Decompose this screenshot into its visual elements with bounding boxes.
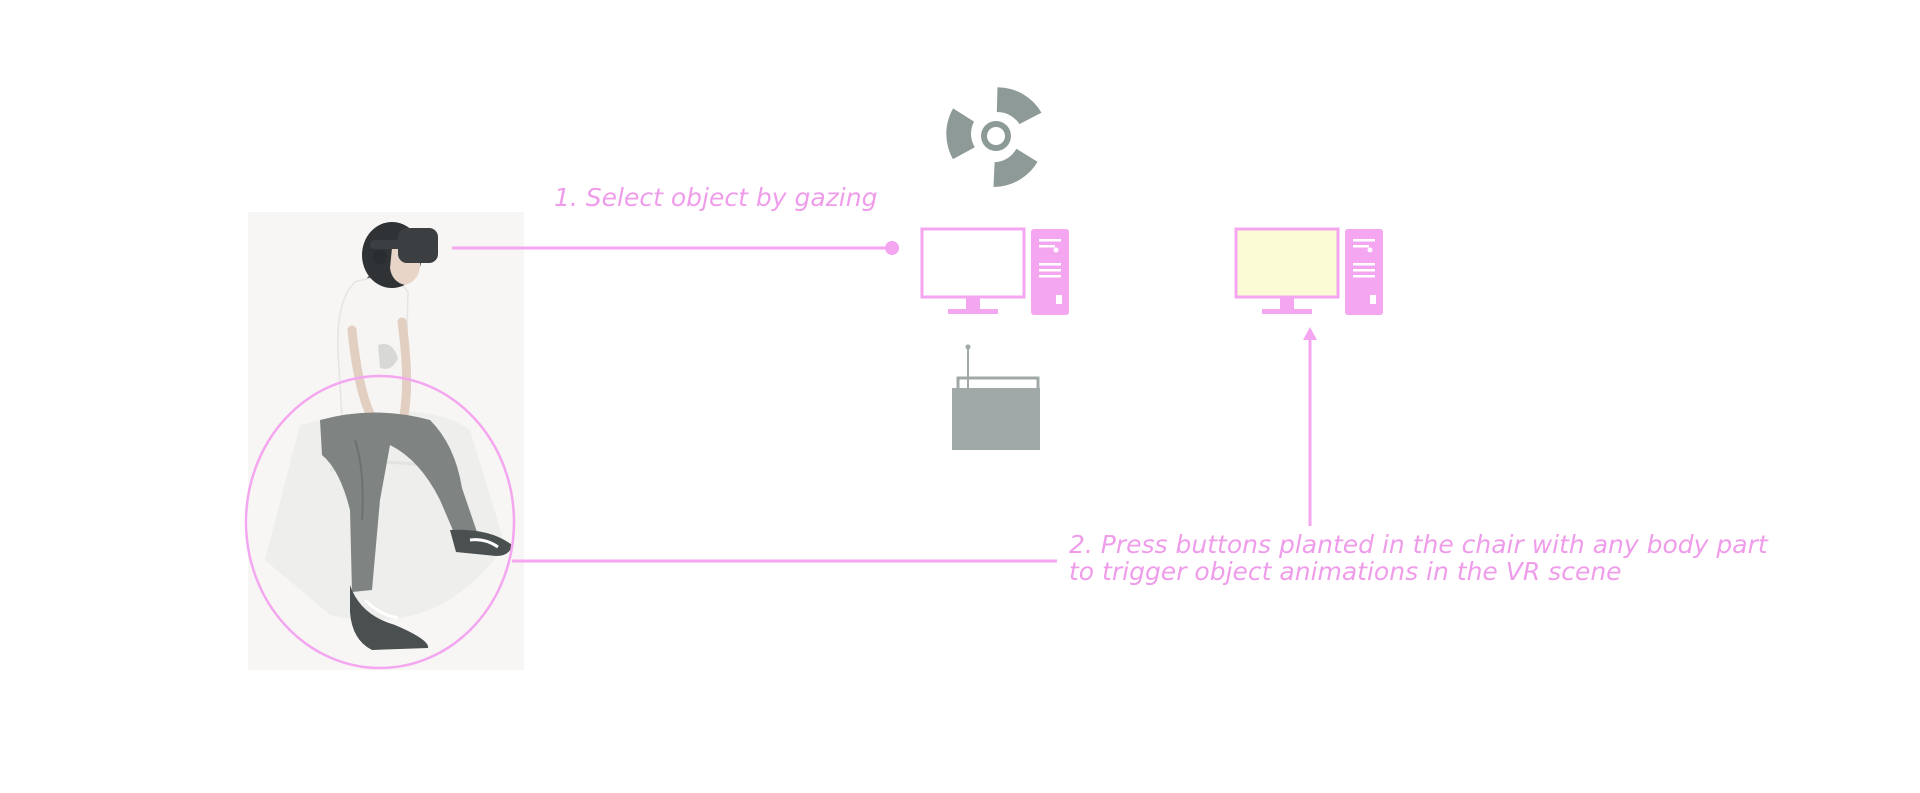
tower-left <box>1031 229 1069 315</box>
wireless-router-icon <box>952 344 1040 450</box>
connector-dot <box>885 241 899 255</box>
monitor-right <box>1234 227 1340 299</box>
step-2-label-line-1: 2. Press buttons planted in the chair wi… <box>1069 530 1769 559</box>
person-photo <box>248 212 524 670</box>
step-2-label-line-2: to trigger object animations in the VR s… <box>1069 557 1622 586</box>
chair-highlight-circle <box>244 374 516 670</box>
step-1-label: 1. Select object by gazing <box>554 183 877 212</box>
desktop-computer-icon <box>1234 227 1383 315</box>
trigger-arrow <box>1303 327 1317 526</box>
tower-right <box>1345 229 1383 315</box>
monitor-left <box>920 227 1026 299</box>
gaze-connector <box>452 241 899 255</box>
desktop-computer-icon <box>920 227 1069 315</box>
radiation-icon <box>946 87 1042 187</box>
